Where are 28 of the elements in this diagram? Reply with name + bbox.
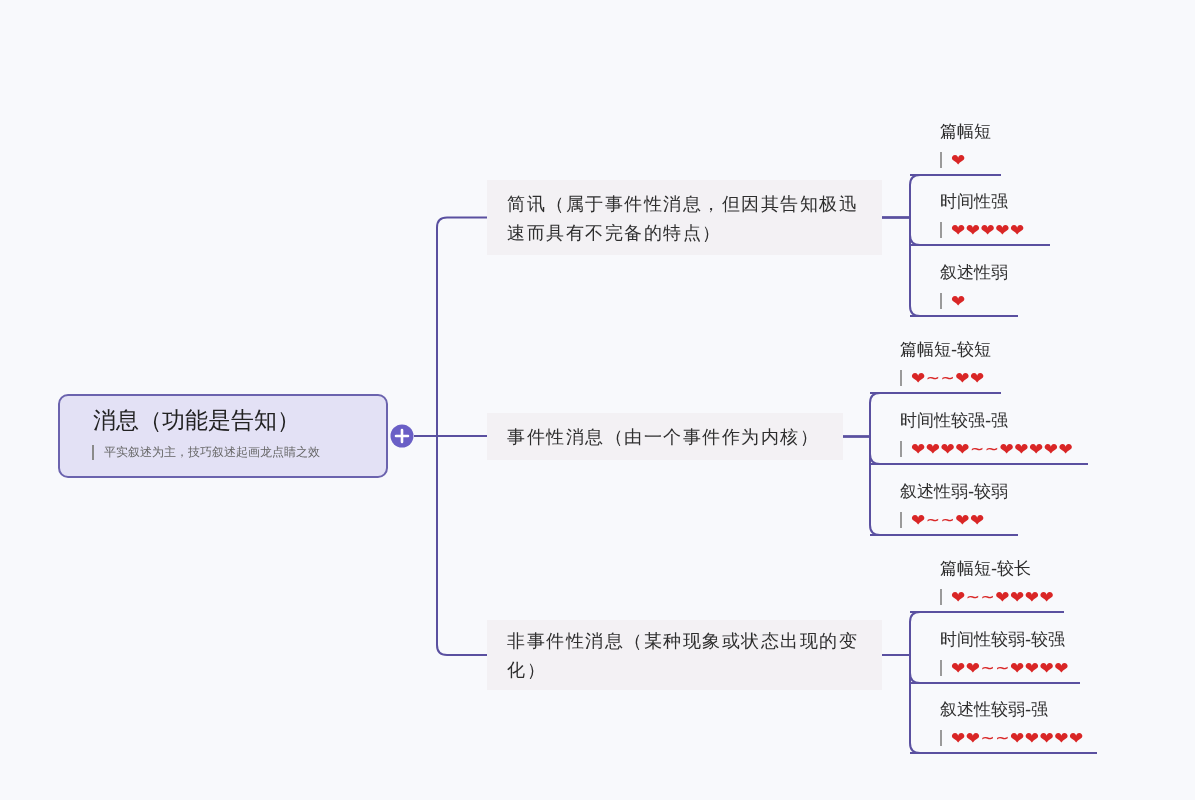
heart-rating: ❤ bbox=[940, 152, 966, 168]
subtopic-text: 篇幅短-较长 bbox=[940, 557, 1032, 579]
heart-rating: ❤❤~~❤❤❤❤❤ bbox=[940, 730, 1084, 746]
heart-rating: ❤ bbox=[940, 293, 966, 309]
topic-text: 简讯（属于事件性消息，但因其告知极迅速而具有不完备的特点） bbox=[507, 191, 859, 245]
topic-box bbox=[487, 180, 882, 255]
topic-note: 平实叙述为主，技巧叙述起画龙点睛之效 bbox=[92, 445, 320, 460]
topic-title: 消息（功能是告知） bbox=[93, 406, 300, 434]
heart-rating: ❤❤~~❤❤❤❤ bbox=[940, 660, 1069, 676]
subtopic-text: 时间性强 bbox=[940, 190, 1008, 212]
subtopic-text: 篇幅短 bbox=[940, 120, 991, 142]
heart-rating: ❤❤❤❤❤ bbox=[940, 222, 1025, 238]
subtopic-text: 叙述性弱 bbox=[940, 261, 1008, 283]
subtopic-text: 时间性较强-强 bbox=[900, 409, 1009, 431]
heart-rating: ❤❤❤❤~~❤❤❤❤❤ bbox=[900, 441, 1074, 457]
branch-line bbox=[413, 435, 488, 656]
heart-rating: ❤~~❤❤ bbox=[900, 370, 985, 386]
subtopic-text: 叙述性弱-较弱 bbox=[900, 480, 1009, 502]
heart-rating: ❤~~❤❤❤❤ bbox=[940, 589, 1055, 605]
subtopic-text: 篇幅短-较短 bbox=[900, 338, 992, 360]
topic-box bbox=[487, 413, 843, 460]
subtopic-text: 叙述性较弱-强 bbox=[940, 698, 1049, 720]
heart-rating: ❤~~❤❤ bbox=[900, 512, 985, 528]
topic-text: 事件性消息（由一个事件作为内核） bbox=[507, 425, 819, 449]
topic-box bbox=[487, 620, 882, 690]
subtopic-text: 时间性较弱-较强 bbox=[940, 628, 1066, 650]
topic-text: 非事件性消息（某种现象或状态出现的变化） bbox=[507, 629, 859, 682]
root-topic-box bbox=[58, 394, 388, 478]
